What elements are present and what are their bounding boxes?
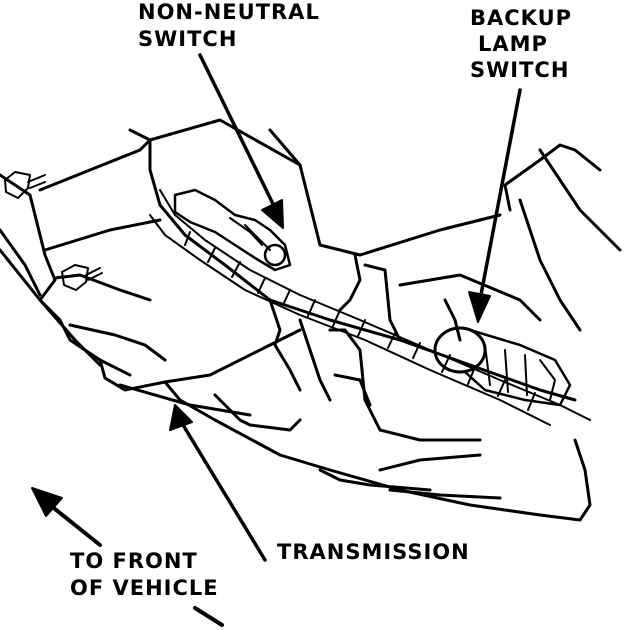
non-neutral-switch-label-line1: NON-NEUTRAL xyxy=(138,0,320,24)
backup-lamp-switch-body xyxy=(433,326,572,407)
arrow-transmission xyxy=(169,404,267,562)
backup-lamp-switch-label-line3: SWITCH xyxy=(470,58,570,82)
to-front-of-vehicle-label-line2: OF VEHICLE xyxy=(70,576,219,600)
backup-lamp-switch-label-line1: BACKUP xyxy=(470,6,573,30)
arrow-to-front xyxy=(31,487,102,547)
non-neutral-switch-label-line2: SWITCH xyxy=(138,27,238,51)
backup-lamp-switch-label-line2: LAMP xyxy=(478,32,548,56)
arrow-backup-lamp-switch xyxy=(468,88,522,323)
underline-stroke xyxy=(193,606,224,627)
to-front-of-vehicle-label-line1: TO FRONT xyxy=(70,549,198,573)
arrow-non-neutral-switch xyxy=(198,53,284,229)
bolt-lower xyxy=(61,264,103,291)
bolt-upper xyxy=(4,171,46,199)
transmission-label: TRANSMISSION xyxy=(277,540,470,564)
transmission-housing xyxy=(0,118,622,522)
non-neutral-switch-body xyxy=(173,188,292,272)
